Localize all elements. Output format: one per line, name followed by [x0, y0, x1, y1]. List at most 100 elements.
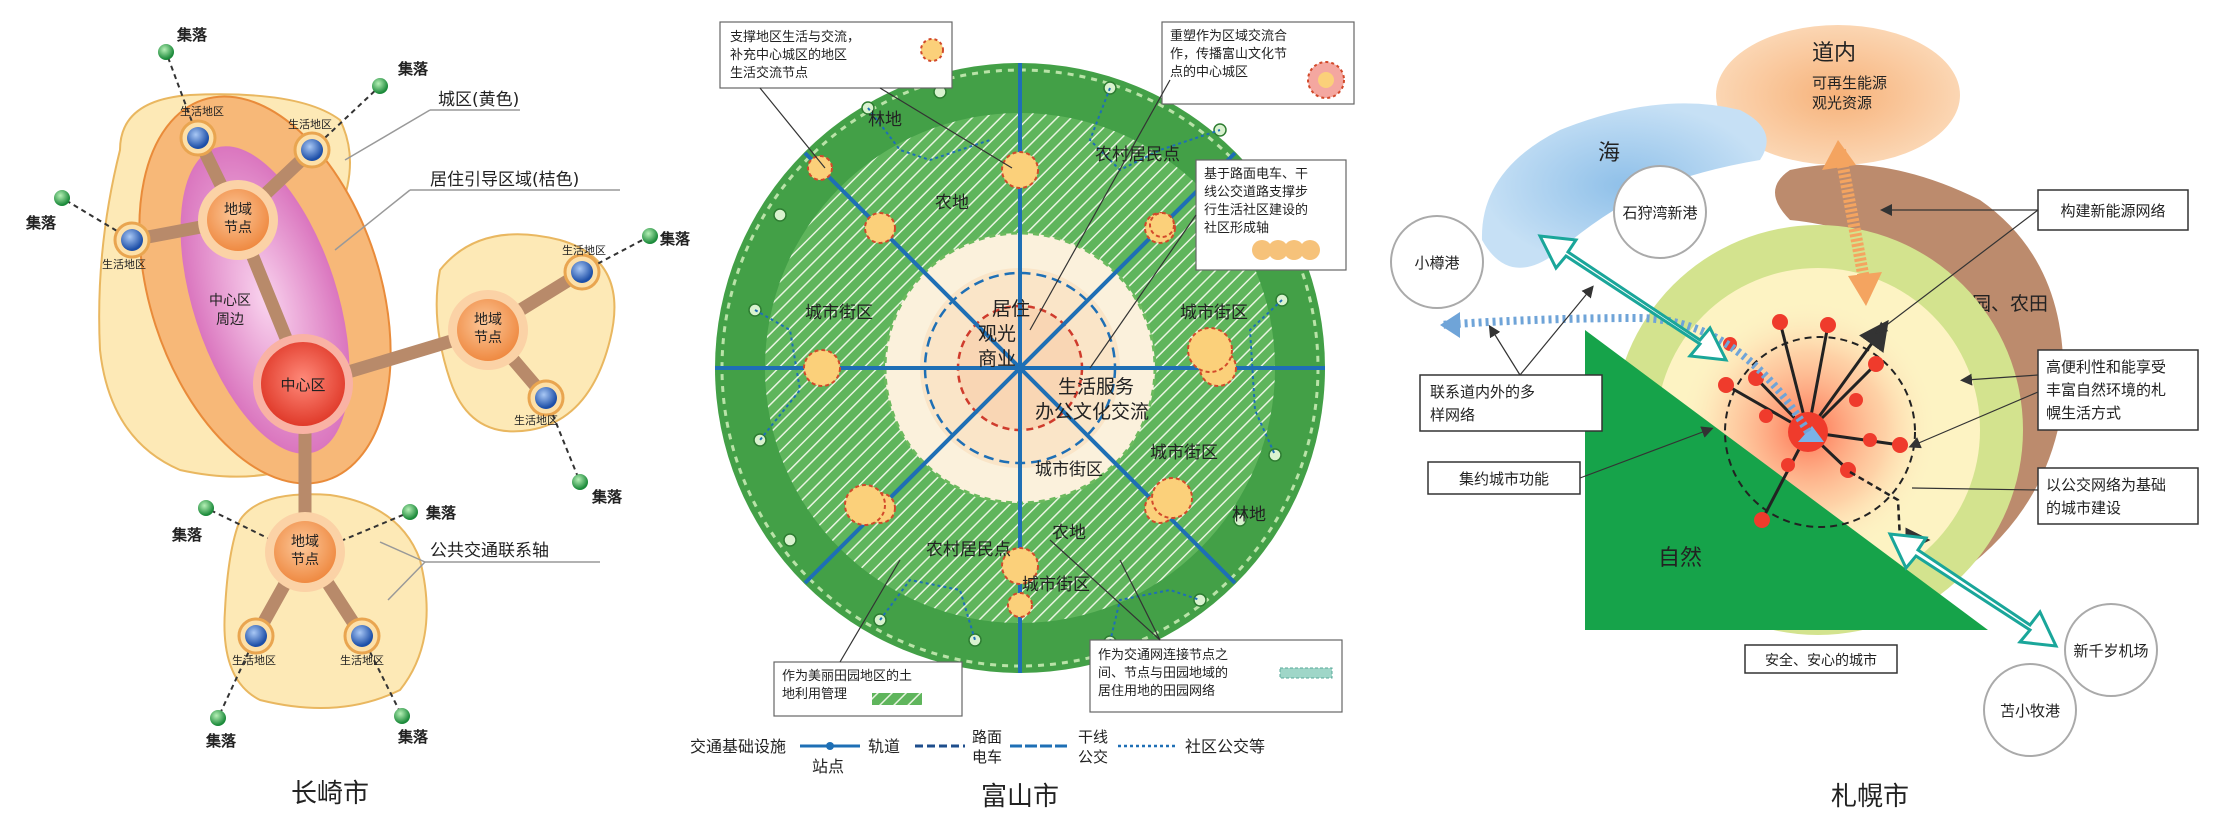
svg-text:居住: 居住: [992, 298, 1030, 320]
svg-text:集落: 集落: [25, 214, 57, 232]
settlement-dot: [394, 708, 410, 724]
city-area-label: 城区(黄色): [438, 90, 519, 110]
chitose-airport: [2064, 603, 2158, 697]
svg-text:构建新能源网络: 构建新能源网络: [2060, 202, 2165, 220]
settlement-dot: [402, 504, 418, 520]
svg-text:地利用管理: 地利用管理: [782, 687, 847, 702]
svg-text:城市街区: 城市街区: [805, 303, 873, 323]
svg-text:节点: 节点: [224, 220, 252, 236]
svg-text:公交: 公交: [1078, 748, 1108, 766]
svg-text:以公交网络为基础: 以公交网络为基础: [2046, 476, 2166, 494]
center-label: 中心区: [280, 376, 325, 394]
svg-text:集落: 集落: [659, 230, 691, 248]
svg-text:生活地区: 生活地区: [102, 257, 146, 271]
toyama-caption: 富山市: [981, 782, 1059, 812]
toyama-center-labels: 居住 观光 商业 生活服务 办公文化交流: [978, 298, 1149, 423]
svg-text:生活地区: 生活地区: [514, 413, 558, 427]
svg-text:集落: 集落: [397, 728, 429, 746]
regional-node-label: 地域: [224, 202, 252, 218]
svg-text:集落: 集落: [425, 504, 457, 522]
transit-legend: 交通基础设施 站点 轨道 路面 电车 干线 公交 社区公交等: [690, 728, 1265, 776]
svg-text:作为交通网连接节点之: 作为交通网连接节点之: [1098, 647, 1228, 663]
regional-nodes: [198, 180, 528, 592]
otaru-port: [1390, 215, 1484, 309]
svg-text:石狩湾新港: 石狩湾新港: [1622, 204, 1697, 222]
nagasaki-diagram: 中心区 地域 节点 地域 节点 地域 节点 中心区 周边 生活地区 生活地区 生…: [25, 26, 691, 809]
svg-text:道内: 道内: [1812, 41, 1856, 66]
network-arrows: [1537, 234, 2059, 648]
svg-text:节点: 节点: [291, 552, 319, 568]
svg-text:点的中心城区: 点的中心城区: [1170, 64, 1248, 80]
svg-text:观光: 观光: [978, 323, 1016, 345]
svg-text:农村居民点: 农村居民点: [926, 540, 1011, 560]
living-area-markers: [113, 119, 601, 655]
svg-text:集落: 集落: [176, 26, 208, 44]
settlement-labels: 集落 集落 集落 集落 集落 集落 集落 集落 集落: [25, 26, 691, 750]
nature-triangle: [1585, 330, 1988, 630]
svg-text:生活服务: 生活服务: [1058, 376, 1134, 398]
svg-text:林地: 林地: [1232, 505, 1266, 525]
svg-text:支撑地区生活与交流，: 支撑地区生活与交流，: [730, 29, 860, 45]
settlement-dot: [572, 474, 588, 490]
svg-text:电车: 电车: [972, 748, 1002, 766]
settlement-dot: [642, 228, 658, 244]
svg-text:城市街区: 城市街区: [1022, 575, 1090, 595]
nagasaki-leaders: [334, 109, 620, 601]
svg-text:安全、安心的城市: 安全、安心的城市: [1765, 652, 1877, 669]
svg-text:农地: 农地: [935, 193, 969, 213]
svg-text:基于路面电车、干: 基于路面电车、干: [1204, 166, 1308, 182]
port-circles: [1390, 165, 2158, 757]
svg-text:集落: 集落: [171, 526, 203, 544]
svg-text:生活地区: 生活地区: [562, 243, 606, 257]
svg-text:城市街区: 城市街区: [1150, 443, 1218, 463]
energy-arrow: [1822, 140, 1882, 306]
toyama-callouts: 支撑地区生活与交流， 补充中心城区的地区 生活交流节点 重塑作为区域交流合 作，…: [719, 21, 1355, 717]
svg-text:海: 海: [1598, 141, 1620, 166]
svg-text:地域: 地域: [474, 312, 502, 328]
svg-text:城市街区: 城市街区: [1180, 303, 1248, 323]
svg-text:交通基础设施: 交通基础设施: [690, 737, 786, 756]
donai-cloud: [1716, 25, 1960, 165]
svg-text:幌生活方式: 幌生活方式: [2046, 404, 2121, 422]
nagasaki-caption: 长崎市: [291, 779, 369, 809]
svg-text:集落: 集落: [591, 488, 623, 506]
ishikari-port: [1613, 165, 1707, 259]
svg-text:商业: 商业: [978, 348, 1016, 370]
svg-text:小樽港: 小樽港: [1414, 254, 1459, 272]
svg-text:生活地区: 生活地区: [232, 653, 276, 667]
svg-text:线公交道路支撑步: 线公交道路支撑步: [1204, 184, 1308, 200]
svg-text:周边: 周边: [216, 312, 244, 328]
settlement-dot: [158, 44, 174, 60]
svg-text:可再生能源: 可再生能源: [1812, 74, 1887, 92]
svg-text:办公文化交流: 办公文化交流: [1035, 401, 1149, 423]
svg-text:作，传播富山文化节: 作，传播富山文化节: [1170, 46, 1287, 62]
settlement-dot: [54, 190, 70, 206]
toyama-zone-labels: 林地 林地 农地 农地 农村居民点 农村居民点 城市街区 城市街区 城市街区 城…: [805, 110, 1266, 595]
settlement-dot: [198, 500, 214, 516]
svg-text:样网络: 样网络: [1430, 406, 1475, 424]
svg-text:补充中心城区的地区: 补充中心城区的地区: [730, 47, 847, 63]
svg-text:居住用地的田园网络: 居住用地的田园网络: [1098, 683, 1215, 699]
svg-text:农地: 农地: [1052, 523, 1086, 543]
svg-text:集约城市功能: 集约城市功能: [1459, 470, 1549, 488]
svg-text:社区形成轴: 社区形成轴: [1204, 220, 1269, 236]
svg-text:轨道: 轨道: [868, 737, 900, 756]
svg-text:行生活社区建设的: 行生活社区建设的: [1204, 202, 1308, 218]
sapporo-diagram: 道内 可再生能源 观光资源 海 田园、农田 自然: [1390, 25, 2199, 812]
svg-text:观光资源: 观光资源: [1812, 94, 1872, 112]
svg-text:新千岁机场: 新千岁机场: [2073, 642, 2148, 660]
svg-text:生活地区: 生活地区: [340, 653, 384, 667]
svg-text:站点: 站点: [812, 757, 844, 776]
svg-text:联系道内外的多: 联系道内外的多: [1430, 383, 1535, 401]
living-area-labels: 生活地区 生活地区 生活地区 生活地区 生活地区 生活地区 生活地区: [102, 104, 606, 667]
settlement-markers: [54, 44, 658, 726]
svg-text:干线: 干线: [1078, 728, 1108, 746]
svg-text:苫小牧港: 苫小牧港: [2000, 702, 2060, 720]
sapporo-caption: 札幌市: [1831, 782, 1909, 812]
sapporo-callouts: 构建新能源网络 高便利性和能享受 丰富自然环境的札 幌生活方式 以公交网络为基础…: [1419, 189, 2199, 674]
svg-text:集落: 集落: [205, 732, 237, 750]
settlement-dot: [210, 710, 226, 726]
residential-zone-label: 居住引导区域(桔色): [430, 170, 579, 190]
svg-text:生活地区: 生活地区: [180, 104, 224, 118]
